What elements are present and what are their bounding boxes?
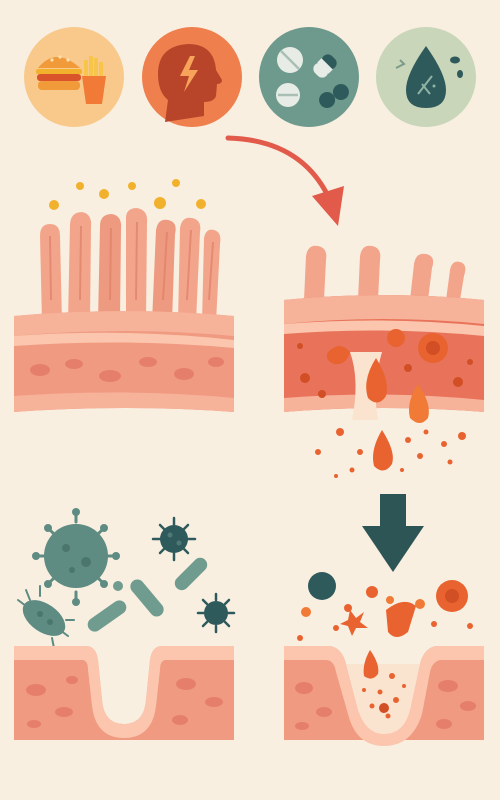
bacteria-flagellated-icon [17, 585, 75, 649]
water-icon-badge [376, 27, 476, 127]
bacteria-rod-icon [87, 557, 208, 632]
microbe-tissue-cells [26, 676, 223, 728]
medication-icon-badge [259, 27, 359, 127]
medication-icon-circle [259, 27, 359, 127]
down-arrow-icon [362, 494, 424, 572]
nutrient-particles [49, 179, 206, 210]
head-lightning-icon [158, 44, 222, 122]
stress-icon-badge [142, 27, 242, 127]
inflamed-intestinal-lining [284, 245, 484, 478]
shortened-villi [304, 245, 466, 300]
leaking-particles [315, 428, 466, 478]
villi [40, 208, 221, 322]
curved-arrow-icon [225, 135, 344, 226]
virus-small-icon [151, 516, 197, 562]
burger-fries-icon [36, 55, 106, 104]
microbe-exposed-lining [14, 508, 236, 740]
tissue-cells [30, 357, 224, 382]
ulcer-cavity [346, 664, 420, 734]
virus-small-right-icon [196, 592, 236, 634]
pills-capsules-icon [276, 47, 349, 108]
damaged-debris [297, 572, 473, 641]
eroded-tissue-cells [295, 680, 476, 730]
eroded-tissue-base [284, 646, 484, 740]
inflammatory-cells [297, 329, 473, 398]
food-icon-badge [24, 27, 124, 127]
inflammation-drops [366, 358, 429, 471]
ulcer-particles [362, 650, 406, 719]
eroded-intestinal-lining [284, 572, 484, 746]
healthy-intestinal-lining [14, 179, 234, 412]
virus-large-icon [32, 508, 120, 606]
water-drop-icon [395, 46, 463, 108]
